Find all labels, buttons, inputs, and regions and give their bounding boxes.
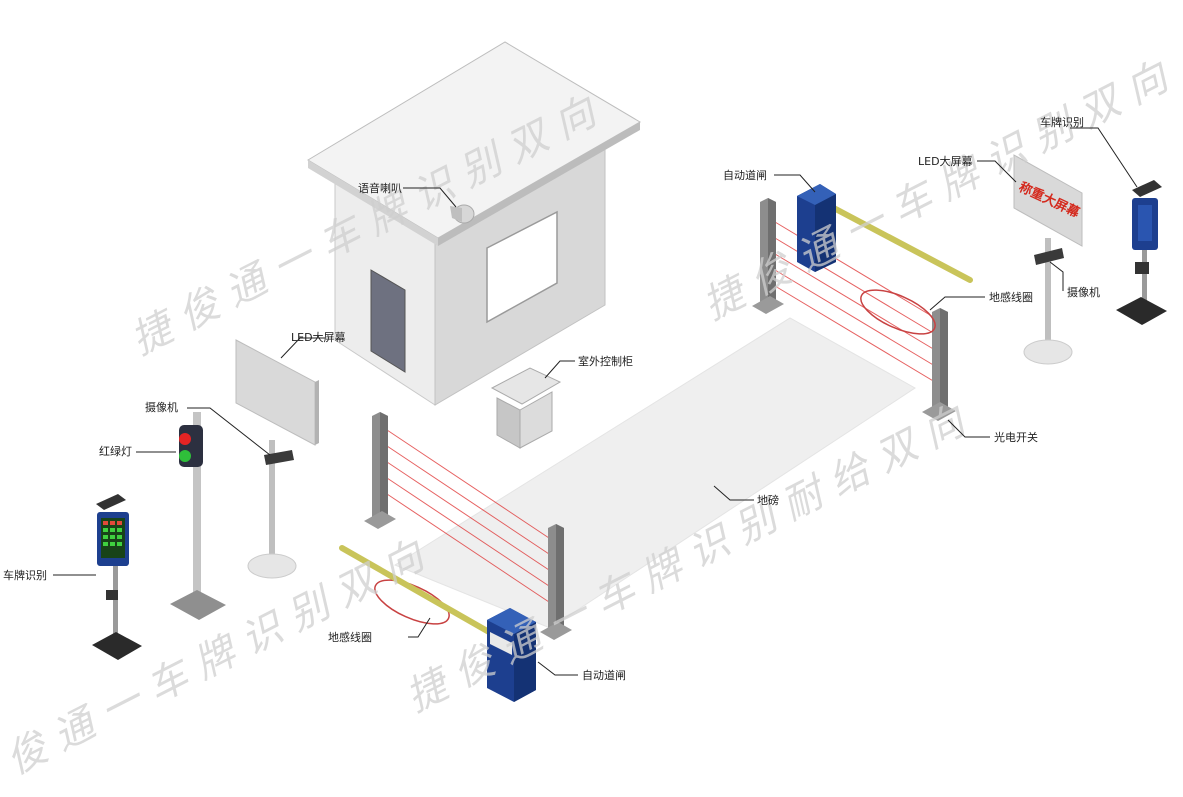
led-screen-right: 称重大屏幕 [1013,154,1083,365]
camera-left-icon [264,450,294,465]
photoelectric-post-back-left [752,198,784,314]
photoelectric-post-front-right [540,524,572,640]
label-traffic-light: 红绿灯 [99,444,132,458]
label-speaker: 语音喇叭 [358,181,402,195]
guard-booth [307,41,641,406]
label-plate-left: 车牌识别 [3,568,47,582]
label-loop-back: 地感线圈 [989,290,1033,304]
speaker-icon [450,204,475,224]
label-scale: 地磅 [757,493,779,507]
ground-loop-back [860,289,936,335]
red-light-icon [179,433,191,445]
label-led-right: LED大屏幕 [918,154,973,168]
control-cabinet [490,367,562,449]
plate-recognition-left [92,494,142,660]
label-gate-back: 自动道闸 [723,168,767,182]
label-cabinet: 室外控制柜 [578,354,633,368]
label-gate-front: 自动道闸 [582,668,626,682]
boom-arm-front [339,545,499,639]
plate-recognition-right [1116,180,1167,325]
ground-loop-front [374,579,450,625]
booth-door [370,269,406,373]
label-loop-front: 地感线圈 [328,630,372,644]
watermark-2: 捷 俊 通 一 车 牌 识 别 双 向 [696,53,1178,329]
photoelectric-post-front-left [364,412,396,529]
booth-window [486,210,558,324]
green-light-icon [179,450,191,462]
leader-lines [53,127,1138,676]
led-screen-left [235,339,319,579]
photoelectric-post-back-right [922,308,956,421]
camera-right-icon [1034,248,1064,265]
label-camera-left: 摄像机 [145,400,178,414]
auto-gate-back [797,184,973,283]
watermark-3: 俊 通 一 车 牌 识 别 双 向 [0,532,434,784]
laser-beams-front [386,429,553,605]
label-led-left: LED大屏幕 [291,330,346,344]
auto-gate-front [339,545,536,702]
led-matrix-icon [103,521,122,546]
weighbridge-platform [393,317,916,629]
label-plate-right: 车牌识别 [1040,115,1084,129]
label-photo-switch: 光电开关 [994,430,1038,444]
fill-light-icon [106,590,118,600]
label-camera-right: 摄像机 [1067,285,1100,299]
traffic-light [170,412,226,620]
boom-arm-back [827,203,973,283]
